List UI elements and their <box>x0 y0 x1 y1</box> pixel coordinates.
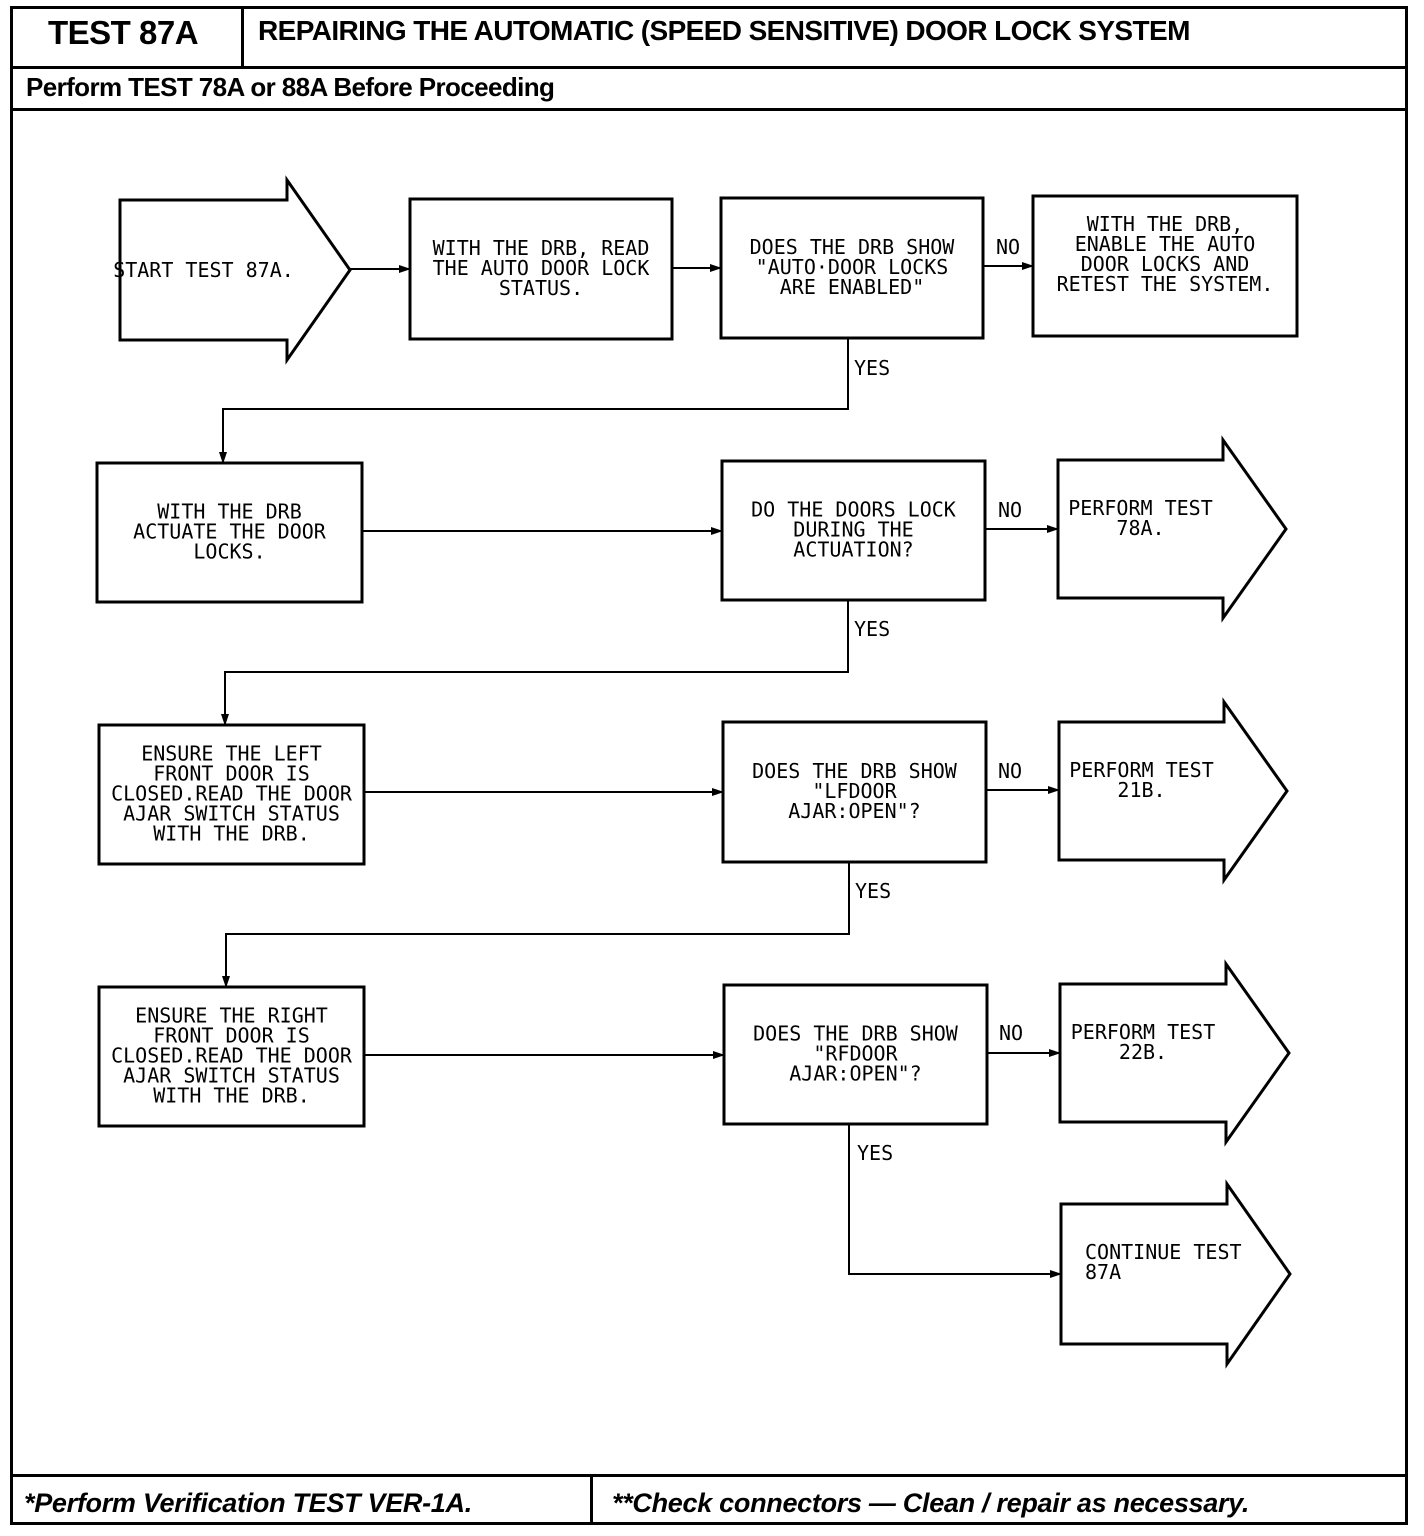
flow-node-text: LOCKS. <box>193 540 265 564</box>
flow-node-shape <box>1058 959 1291 1147</box>
flow-edge-q-enabled-to-actuate <box>219 338 849 464</box>
flow-node-text: DOES THE DRB SHOW <box>753 1022 959 1046</box>
flow-node-text: DOES THE DRB SHOW <box>750 235 956 259</box>
flow-node-text: DURING THE <box>793 518 913 542</box>
flow-node-start: START TEST 87A. <box>113 175 352 365</box>
flow-node-text: AJAR SWITCH STATUS <box>123 802 340 826</box>
flow-edge-label: YES <box>854 617 890 641</box>
flow-node-shape <box>118 175 352 365</box>
flow-node-text: ENABLE THE AUTO <box>1075 232 1256 256</box>
flow-node-text: WITH THE DRB. <box>153 1084 310 1108</box>
flow-node-text: WITH THE DRB <box>157 500 302 524</box>
flow-node-text: CLOSED.READ THE DOOR <box>111 1044 353 1068</box>
footer-divider <box>10 1474 1408 1477</box>
flow-node-shape <box>720 459 987 602</box>
page-title: REPAIRING THE AUTOMATIC (SPEED SENSITIVE… <box>258 15 1190 46</box>
flow-edge-label: NO <box>998 498 1022 522</box>
flow-node-text: 21B. <box>1117 778 1165 802</box>
flow-node-text: AJAR SWITCH STATUS <box>123 1064 340 1088</box>
flow-node-text: ENSURE THE LEFT <box>141 742 322 766</box>
flow-node-shape <box>721 720 988 864</box>
flow-node-text: DO THE DOORS LOCK <box>751 498 956 522</box>
footer-divider-vertical <box>590 1474 593 1525</box>
flow-node-text: START TEST 87A. <box>113 258 294 282</box>
header-divider-vertical <box>241 6 244 68</box>
flow-edge-label: YES <box>855 879 891 903</box>
flow-node-text: CONTINUE TEST <box>1085 1240 1242 1264</box>
footer-connectors-note: **Check connectors — Clean / repair as n… <box>612 1488 1250 1518</box>
flow-node-text: 22B. <box>1119 1040 1167 1064</box>
flow-node-shape <box>1057 697 1289 885</box>
flow-node-text: 87A <box>1085 1260 1121 1284</box>
flow-edge-q-lfdoor-to-right-door <box>222 862 850 988</box>
flow-node-shape <box>97 985 366 1128</box>
flow-node-shape <box>1031 194 1299 338</box>
flow-node-text: 78A. <box>1116 516 1164 540</box>
flow-node-shape <box>722 983 989 1126</box>
flow-node-text: "LFDOOR <box>812 779 897 803</box>
flow-node-text: WITH THE DRB. <box>153 822 310 846</box>
flow-node-text: AJAR:OPEN"? <box>789 1062 921 1086</box>
flow-node-text: DOES THE DRB SHOW <box>752 759 958 783</box>
flow-node-text: "RFDOOR <box>813 1042 898 1066</box>
flow-node-text: WITH THE DRB, READ <box>433 236 650 260</box>
flow-node-shape <box>719 196 985 340</box>
page-subtitle: Perform TEST 78A or 88A Before Proceedin… <box>26 72 555 102</box>
flow-node-text: DOOR LOCKS AND <box>1081 252 1250 276</box>
flow-node-shape <box>1056 435 1288 623</box>
flow-node-text: RETEST THE SYSTEM. <box>1057 272 1274 296</box>
flow-node-text: AJAR:OPEN"? <box>788 799 920 823</box>
flow-edge-label: NO <box>998 759 1022 783</box>
flow-node-shape <box>95 461 364 604</box>
flow-node-text: THE AUTO DOOR LOCK <box>433 256 650 280</box>
flow-node-shape <box>97 723 366 866</box>
flow-node-text: WITH THE DRB, <box>1087 212 1244 236</box>
flow-node-text: PERFORM TEST <box>1069 758 1214 782</box>
flow-node-shape <box>408 197 674 341</box>
flow-node-text: ACTUATION? <box>793 538 913 562</box>
flow-edge-label: YES <box>857 1141 893 1165</box>
subtitle-divider <box>10 108 1408 111</box>
flow-node-text: CLOSED.READ THE DOOR <box>111 782 353 806</box>
flow-edge-label: NO <box>999 1021 1023 1045</box>
page-frame <box>10 6 1408 1525</box>
flow-node-text: "AUTO·DOOR LOCKS <box>756 255 949 279</box>
flow-node-text: FRONT DOOR IS <box>153 762 310 786</box>
flow-edge-q-rfdoor-to-continue <box>848 1124 1062 1278</box>
flow-node-text: PERFORM TEST <box>1071 1020 1216 1044</box>
flow-node-text: PERFORM TEST <box>1068 496 1213 520</box>
flow-node-text: FRONT DOOR IS <box>153 1024 310 1048</box>
flow-edge-q-lock-to-left-door <box>221 600 849 726</box>
header-divider-horizontal <box>10 66 1408 69</box>
footer-verification-note: *Perform Verification TEST VER-1A. <box>24 1488 472 1518</box>
flow-node-text: ACTUATE THE DOOR <box>133 520 327 544</box>
flow-node-shape <box>1059 1179 1292 1369</box>
flow-edge-label: NO <box>996 235 1020 259</box>
flow-edge-label: YES <box>854 356 890 380</box>
flow-node-text: STATUS. <box>499 276 583 300</box>
flow-node-text: ARE ENABLED" <box>780 275 925 299</box>
test-id: TEST 87A <box>48 14 199 51</box>
flow-node-text: ENSURE THE RIGHT <box>135 1004 328 1028</box>
